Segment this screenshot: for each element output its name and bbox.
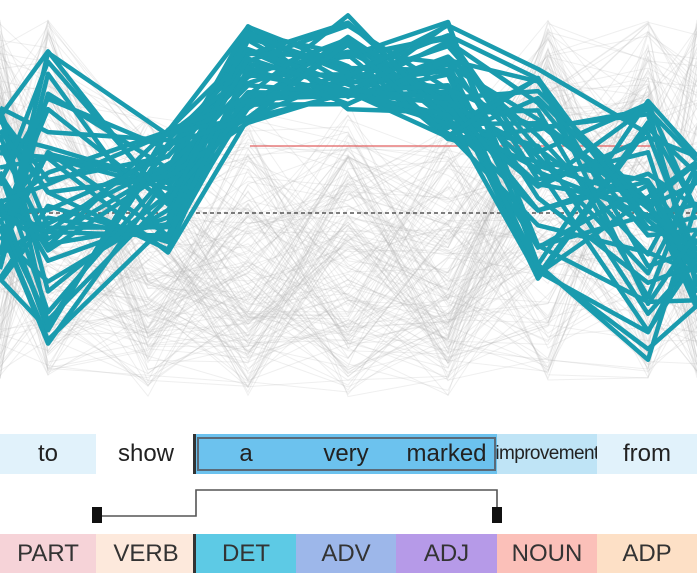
background-line [0, 182, 697, 376]
background-line [0, 31, 697, 342]
background-line [0, 67, 697, 345]
left-handle-icon[interactable] [92, 507, 102, 523]
word-token[interactable]: marked [396, 434, 497, 474]
selection-start-divider [193, 434, 196, 474]
highlighted-line[interactable] [0, 34, 697, 303]
highlighted-line[interactable] [0, 35, 697, 294]
background-line [0, 19, 697, 278]
background-line [0, 24, 697, 329]
word-token[interactable]: show [96, 434, 196, 474]
background-line [0, 119, 697, 359]
pos-tag: DET [196, 534, 296, 573]
highlighted-line[interactable] [0, 49, 697, 281]
background-line [0, 49, 697, 358]
background-line [0, 124, 697, 358]
pos-tag: ADP [597, 534, 697, 573]
word-token[interactable]: to [0, 434, 96, 474]
highlighted-line[interactable] [0, 57, 697, 267]
background-line [0, 48, 697, 355]
background-line [0, 23, 697, 337]
background-line [0, 39, 697, 381]
background-line [0, 153, 697, 373]
highlighted-line[interactable] [0, 40, 697, 307]
word-token[interactable]: improvement [495, 434, 599, 474]
background-line [0, 85, 697, 361]
highlighted-line[interactable] [0, 68, 697, 294]
selection-connector [92, 489, 502, 523]
background-line [0, 125, 697, 387]
highlighted-line[interactable] [0, 23, 697, 259]
background-line [0, 81, 697, 373]
pos-divider [193, 534, 196, 573]
background-line [0, 124, 697, 371]
right-handle-icon[interactable] [492, 507, 502, 523]
background-line [0, 32, 697, 303]
word-token[interactable]: from [597, 434, 697, 474]
background-line [0, 33, 697, 387]
word-token[interactable]: a [196, 434, 296, 474]
highlighted-lines[interactable] [0, 13, 697, 363]
background-line [0, 30, 697, 386]
highlighted-line[interactable] [0, 19, 697, 363]
word-row: to show a very marked improvement from [0, 434, 697, 474]
background-line [0, 21, 697, 381]
background-line [0, 32, 697, 379]
pos-tag-row: PART VERB DET ADV ADJ NOUN ADP [0, 534, 697, 573]
background-line [0, 138, 697, 372]
background-line [0, 81, 697, 345]
background-line [0, 50, 697, 397]
pos-tag: VERB [96, 534, 196, 573]
pos-tag: ADV [296, 534, 396, 573]
pos-tag: NOUN [497, 534, 597, 573]
highlighted-line[interactable] [0, 13, 697, 334]
background-line [0, 55, 697, 387]
pos-tag: ADJ [396, 534, 497, 573]
background-line [0, 60, 697, 396]
word-token[interactable]: very [296, 434, 396, 474]
background-line [0, 103, 697, 393]
parallel-coordinates-plot [0, 13, 697, 398]
pos-tag: PART [0, 534, 96, 573]
background-line [0, 46, 697, 369]
background-line [0, 135, 697, 376]
background-line [0, 38, 697, 324]
background-line [0, 24, 697, 356]
background-line [0, 143, 697, 375]
highlighted-line[interactable] [0, 20, 697, 189]
